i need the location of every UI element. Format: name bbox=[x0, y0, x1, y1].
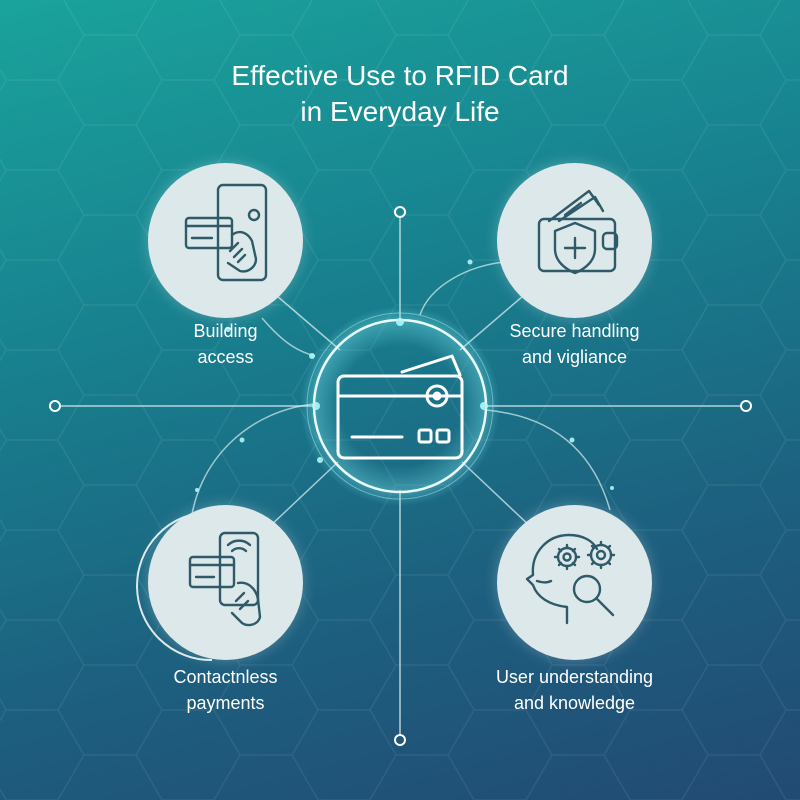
endpoint-bottom bbox=[394, 734, 406, 746]
label-user-understanding-line-2: and knowledge bbox=[513, 693, 636, 713]
phone-card-nfc-icon bbox=[188, 531, 262, 627]
arc-connector-top-right bbox=[419, 261, 506, 316]
head-gears-magnifier-icon bbox=[525, 533, 616, 625]
label-building-access-line-1: Building bbox=[193, 321, 258, 341]
label-secure-handling-line-1: Secure handling bbox=[509, 321, 640, 341]
label-building-access-line-2: access bbox=[197, 347, 254, 367]
endpoint-right bbox=[740, 400, 752, 412]
label-contactless-payments: Contactnless payments bbox=[138, 664, 313, 716]
node-building-access bbox=[148, 163, 303, 318]
label-contactless-payments-line-1: Contactnless bbox=[173, 667, 278, 687]
door-card-hand-icon bbox=[184, 183, 268, 282]
label-building-access: Building access bbox=[148, 318, 303, 370]
wallet-shield-icon bbox=[537, 189, 619, 275]
label-secure-handling-line-2: and vigliance bbox=[521, 347, 628, 367]
label-secure-handling: Secure handling and vigliance bbox=[497, 318, 652, 370]
arc-connector-left bbox=[189, 403, 316, 531]
title-line-1: Effective Use to RFID Card bbox=[231, 60, 569, 91]
endpoint-top bbox=[394, 206, 406, 218]
label-user-understanding-line-1: User understanding bbox=[495, 667, 654, 687]
center-ring-outer bbox=[306, 312, 494, 500]
title-line-2: in Everyday Life bbox=[300, 96, 500, 127]
label-contactless-payments-line-2: payments bbox=[186, 693, 265, 713]
label-user-understanding: User understanding and knowledge bbox=[482, 664, 667, 716]
rfid-card-icon bbox=[336, 354, 464, 460]
center-glow bbox=[300, 306, 500, 506]
node-secure-handling bbox=[497, 163, 652, 318]
node-user-understanding bbox=[497, 505, 652, 660]
node-contactless-payments bbox=[148, 505, 303, 660]
arc-connector-right bbox=[485, 409, 611, 511]
endpoint-left bbox=[49, 400, 61, 412]
